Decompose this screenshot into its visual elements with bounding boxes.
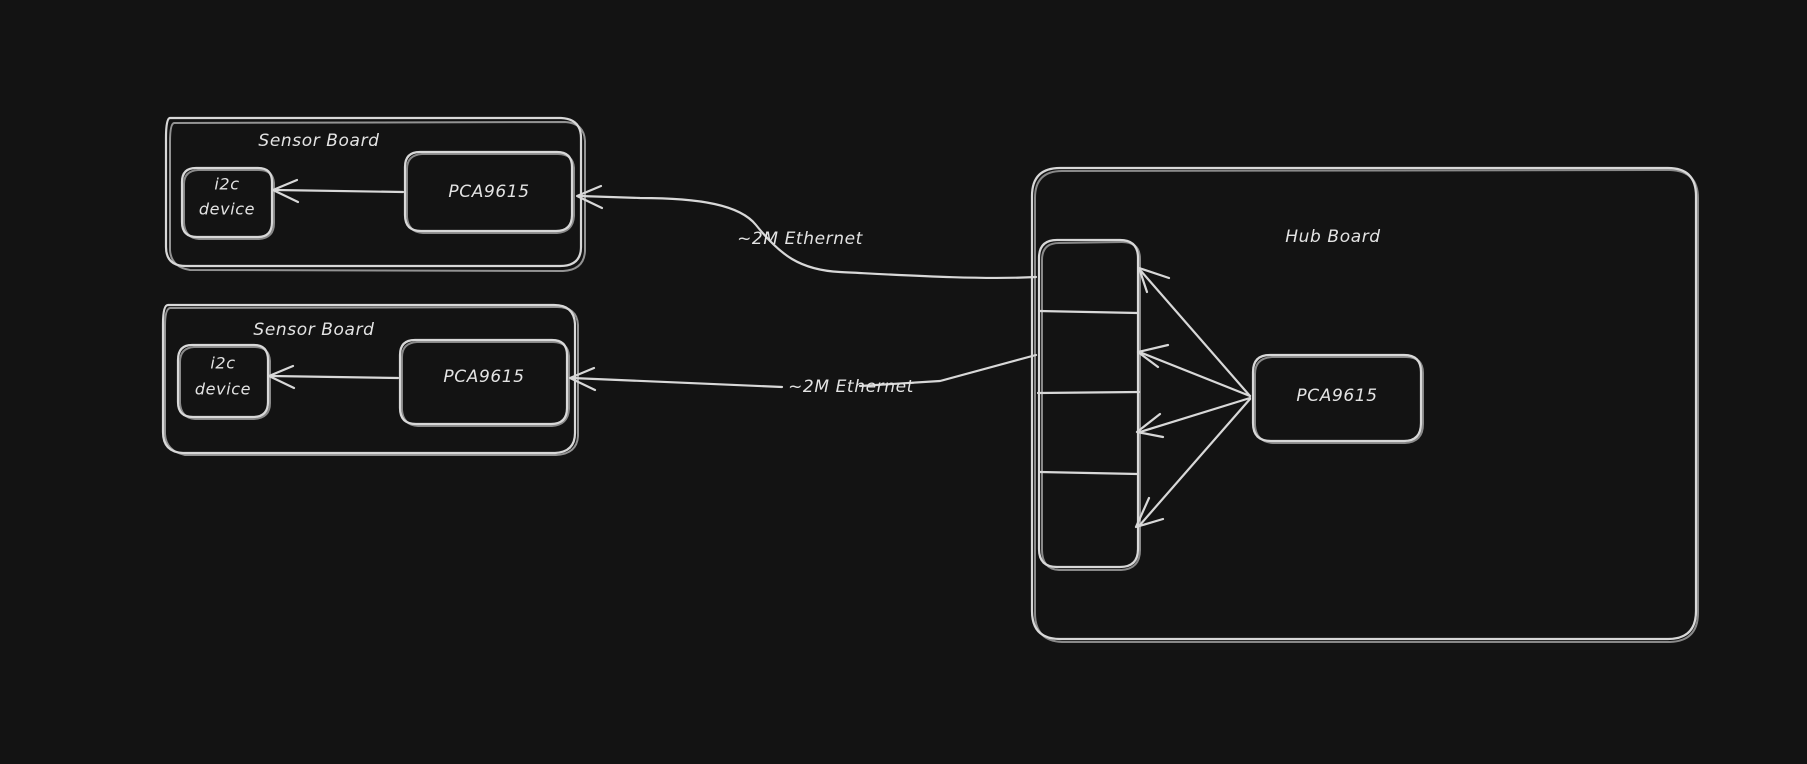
sensor-board-2-i2c-device[interactable]: i2c device: [176, 343, 271, 420]
ethernet-link-2-label: ~2M Ethernet: [788, 377, 915, 397]
connector-divider-2: [1036, 390, 1141, 395]
fanout-arrow-head-1: [1137, 266, 1171, 294]
connector-stack[interactable]: [1036, 238, 1141, 571]
internal-arrow-line-2: [270, 374, 400, 380]
ethernet-link-1-line: [578, 194, 1038, 280]
ethernet-link-1-label: ~2M Ethernet: [737, 229, 864, 249]
hub-board[interactable]: Hub Board PCA9615: [1030, 166, 1699, 643]
fanout-arrow-head-3: [1135, 412, 1165, 439]
fanout-arrow-head-4: [1134, 496, 1165, 529]
ethernet-link-2-line-left: [570, 376, 784, 389]
i2c-device-label-line1-1: i2c: [214, 175, 239, 194]
internal-arrow-head-1: [271, 178, 300, 204]
pca9615-box-2b: [401, 341, 570, 427]
sensor-board-2-outline: [161, 303, 577, 455]
pca9615-label-1: PCA9615: [448, 182, 529, 202]
ethernet-link-2[interactable]: ~2M Ethernet: [568, 353, 1038, 397]
hub-pca9615-label: PCA9615: [1296, 386, 1377, 406]
i2c-device-label-line2-2: device: [195, 380, 251, 399]
sensor-board-2-outline-2: [164, 306, 579, 456]
hub-pca9615[interactable]: PCA9615: [1251, 353, 1424, 444]
fanout-arrow-line-1: [1139, 269, 1252, 398]
fanout-arrow-line-4: [1137, 397, 1252, 528]
internal-arrow-head-2: [267, 364, 296, 390]
sensor-board-1-i2c-device[interactable]: i2c device: [180, 166, 275, 240]
sensor-board-1[interactable]: Sensor Board i2c device PCA9615: [164, 116, 586, 272]
sensor-board-2-internal-arrow: [267, 364, 400, 390]
fanout-arrow-line-2: [1140, 351, 1252, 398]
sensor-board-1-label: Sensor Board: [258, 131, 379, 151]
hub-pca9615-box-2: [1254, 356, 1424, 444]
sensor-board-2[interactable]: Sensor Board i2c device PCA9615: [161, 303, 579, 456]
connector-stack-outline-2: [1041, 241, 1141, 571]
ethernet-link-2-arrowhead: [568, 366, 597, 392]
pca9615-label-2: PCA9615: [443, 367, 524, 387]
i2c-device-label-line1-2: i2c: [210, 354, 235, 373]
internal-arrow-line-1: [274, 188, 405, 194]
connector-stack-outline: [1037, 238, 1140, 569]
hub-fanout-arrows: [1134, 266, 1252, 529]
hub-board-outline-2: [1034, 169, 1699, 643]
pca9615-box-1b: [406, 153, 575, 234]
connector-divider-3: [1038, 470, 1140, 476]
hub-board-label: Hub Board: [1285, 227, 1380, 247]
sensor-board-1-outline-2: [169, 121, 586, 272]
sensor-board-2-pca9615[interactable]: PCA9615: [398, 338, 570, 427]
sensor-board-2-label: Sensor Board: [253, 320, 374, 340]
ethernet-link-2-line-right: [858, 353, 1038, 388]
sensor-board-1-internal-arrow: [271, 178, 405, 204]
fanout-arrow-line-3: [1138, 396, 1252, 434]
ethernet-link-1[interactable]: ~2M Ethernet: [575, 184, 1038, 280]
ethernet-link-1-arrowhead: [575, 184, 604, 210]
connector-divider-1: [1037, 309, 1140, 315]
i2c-device-label-line2-1: device: [199, 200, 255, 219]
sensor-board-1-pca9615[interactable]: PCA9615: [403, 150, 575, 234]
i2c-device-box-2b: [179, 346, 271, 420]
i2c-device-box-1b: [183, 169, 275, 240]
fanout-arrow-head-2: [1136, 343, 1170, 369]
